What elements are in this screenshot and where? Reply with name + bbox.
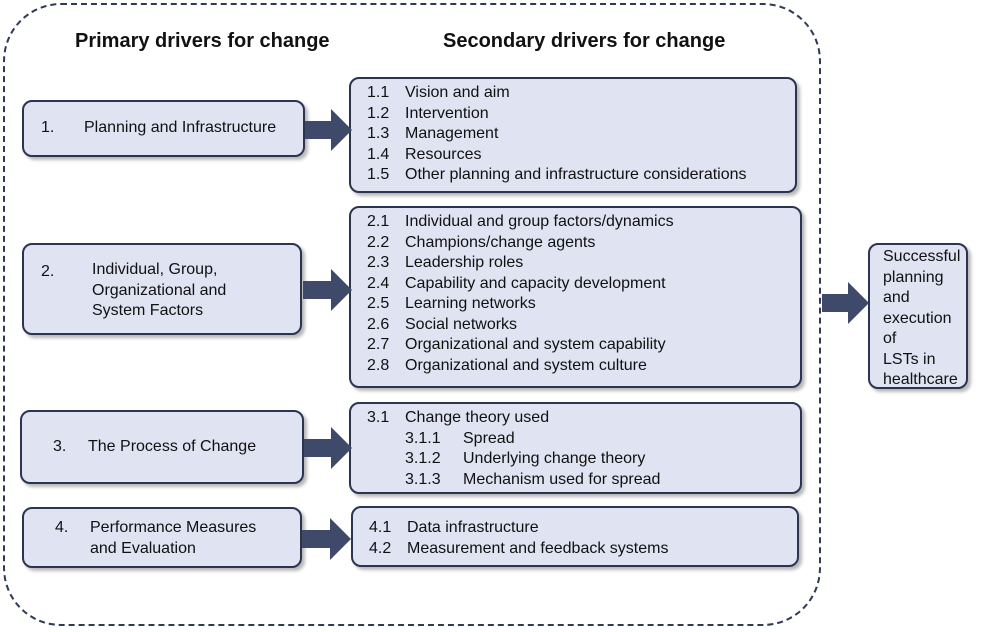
- primary-driver-number: 2.: [41, 263, 55, 280]
- primary-driver-4: 4. Performance Measures and Evaluation: [22, 507, 302, 568]
- primary-driver-3: 3. The Process of Change: [20, 410, 304, 484]
- primary-driver-number: 4.: [55, 519, 69, 536]
- secondary-drivers-header: Secondary drivers for change: [443, 30, 726, 52]
- primary-driver-number: 3.: [53, 437, 67, 455]
- arrow-right-icon: [303, 269, 352, 311]
- primary-driver-label: Individual, Group, Organizational and Sy…: [92, 261, 227, 319]
- dashed-boundary: [3, 3, 821, 626]
- primary-driver-label: Performance Measures and Evaluation: [90, 519, 257, 557]
- primary-driver-number: 1.: [41, 119, 55, 137]
- primary-driver-1: 1. Planning and Infrastructure: [22, 100, 305, 157]
- arrow-right-icon: [305, 109, 352, 151]
- primary-driver-2: 2. Individual, Group, Organizational and…: [22, 243, 302, 335]
- arrow-right-icon: [304, 427, 352, 469]
- arrow-right-icon: [822, 282, 869, 324]
- arrow-right-icon: [302, 518, 351, 560]
- outcome-box: Successful planning and execution of LST…: [868, 243, 968, 389]
- primary-drivers-header: Primary drivers for change: [75, 30, 330, 52]
- primary-driver-label: Planning and Infrastructure: [84, 119, 277, 137]
- primary-driver-label: The Process of Change: [88, 437, 257, 455]
